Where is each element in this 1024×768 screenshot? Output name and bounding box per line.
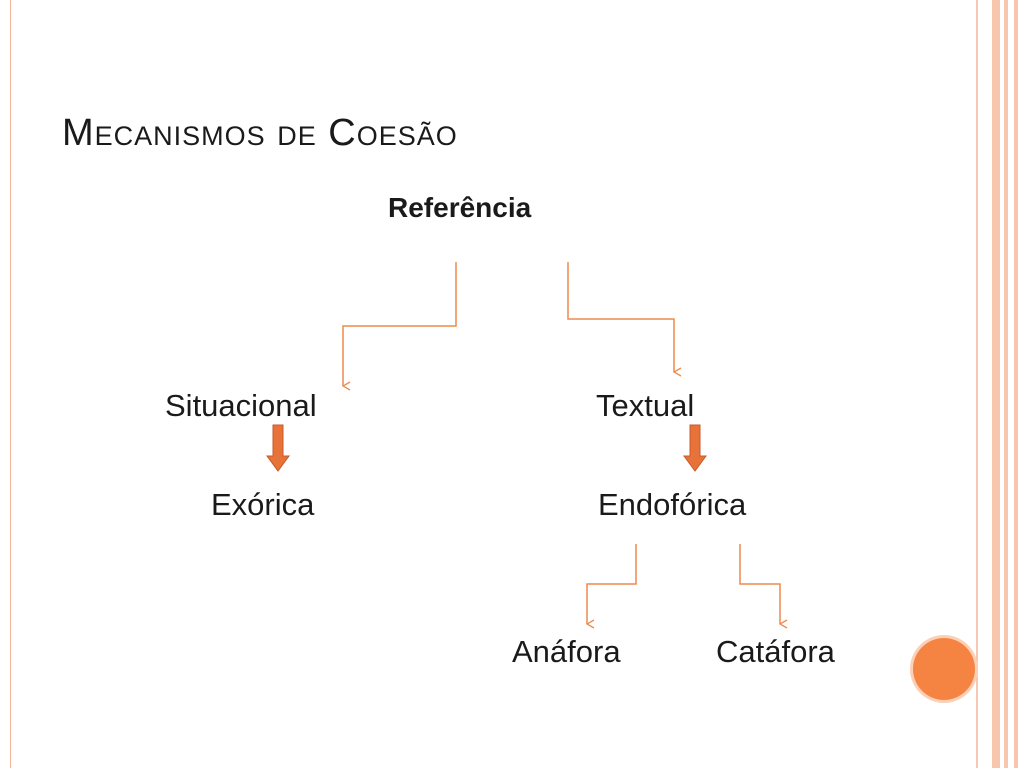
node-anafora: Anáfora <box>512 634 621 669</box>
connector-root-to-situacional <box>343 262 457 386</box>
accent-circle <box>913 638 975 700</box>
node-catafora: Catáfora <box>716 634 835 669</box>
connector-endoforica-to-anafora <box>587 544 637 624</box>
node-textual: Textual <box>596 388 695 423</box>
slide-frame-left <box>0 0 11 768</box>
connector-root-to-textual <box>567 262 674 372</box>
slide-frame-right <box>976 0 1018 768</box>
block-arrow-situacional-to-exorica <box>266 424 290 472</box>
node-exorica: Exórica <box>211 487 315 522</box>
node-situacional: Situacional <box>165 388 317 423</box>
slide-title: Mecanismos de Coesão <box>62 112 458 154</box>
node-endoforica: Endofórica <box>598 487 747 522</box>
connector-endoforica-to-catafora <box>739 544 780 624</box>
node-referencia: Referência <box>388 192 532 223</box>
block-arrow-textual-to-endoforica <box>683 424 707 472</box>
